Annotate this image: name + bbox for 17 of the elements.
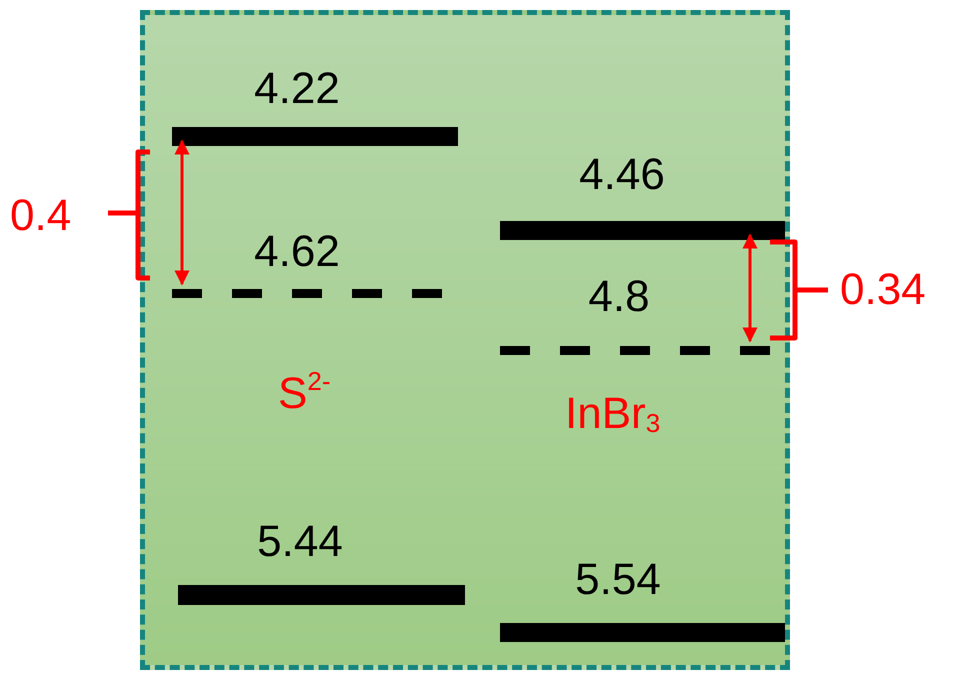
- energy-value: 4.8: [588, 275, 650, 319]
- energy-level-bar: [500, 221, 785, 240]
- energy-value: 4.22: [254, 67, 340, 111]
- gap-value: 0.34: [840, 268, 926, 312]
- double-arrow: [742, 234, 758, 342]
- species-label: InBr$_{3}$: [565, 392, 660, 436]
- energy-level-bar: [178, 585, 465, 605]
- energy-value: 4.62: [254, 230, 340, 274]
- energy-value: 5.44: [257, 520, 343, 564]
- gap-value: 0.4: [10, 194, 72, 238]
- species-label: S$^{2-}$: [278, 368, 330, 416]
- energy-value: 5.54: [575, 558, 661, 602]
- energy-value: 4.46: [579, 153, 665, 197]
- energy-level-bar: [172, 127, 458, 146]
- energy-level-bar: [500, 623, 785, 642]
- double-arrow: [174, 140, 190, 286]
- panel: [140, 10, 790, 670]
